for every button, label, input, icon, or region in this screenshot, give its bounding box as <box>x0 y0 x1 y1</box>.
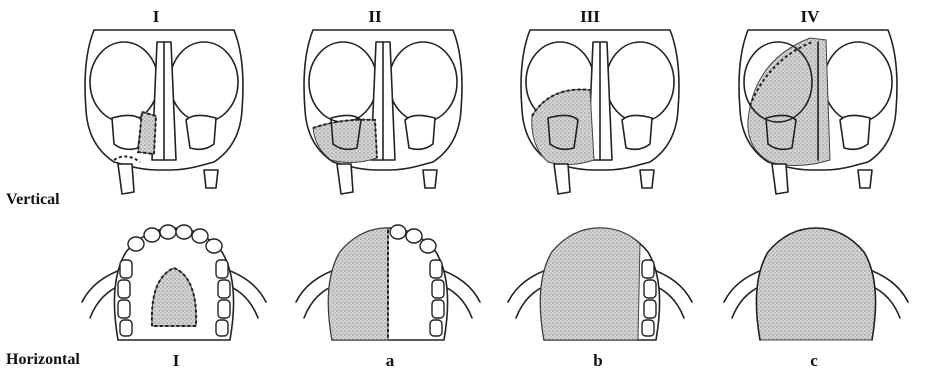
skull-frontal-class-4 <box>718 20 918 200</box>
skull-frontal-class-2 <box>283 20 483 200</box>
skull-frontal-class-3 <box>500 20 700 200</box>
vertical-row-label: Vertical <box>6 192 60 208</box>
skull-frontal-class-1 <box>64 20 264 200</box>
palate-class-b <box>500 222 700 344</box>
palate-class-1 <box>74 222 274 344</box>
horizontal-class-label-a: a <box>386 352 395 369</box>
horizontal-row-label: Horizontal <box>6 352 80 368</box>
horizontal-class-label-1: I <box>173 352 180 369</box>
horizontal-class-label-c: c <box>810 352 818 369</box>
palate-class-a <box>288 222 488 344</box>
palate-class-c <box>716 222 916 344</box>
horizontal-class-label-b: b <box>593 352 602 369</box>
